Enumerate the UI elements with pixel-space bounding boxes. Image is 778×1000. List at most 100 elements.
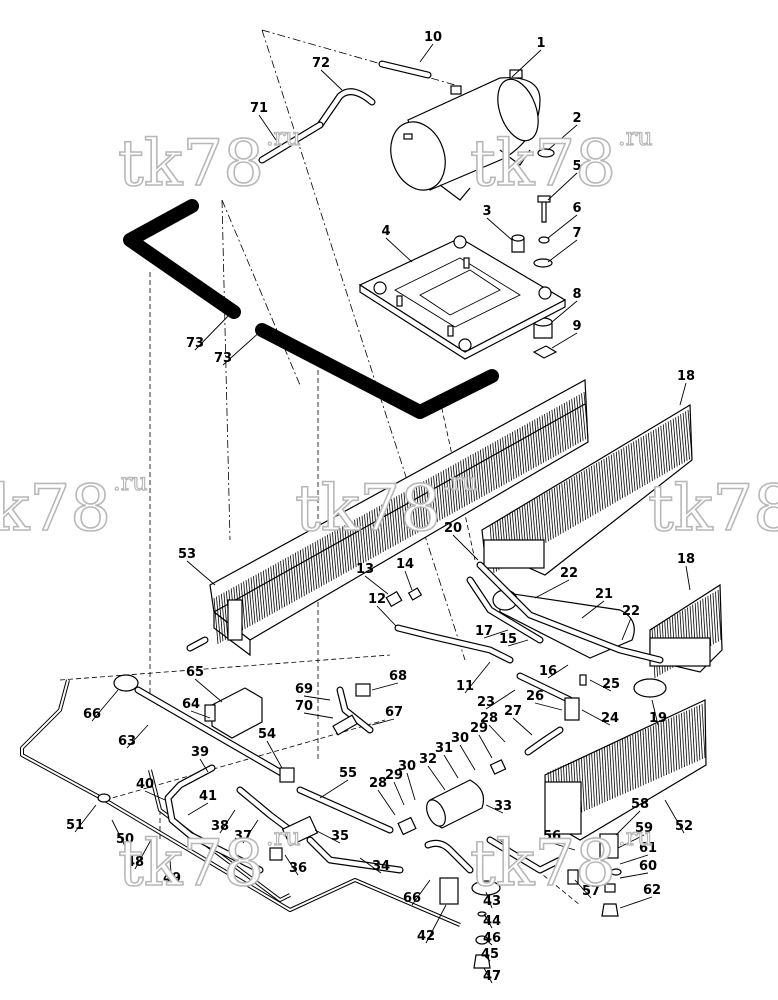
callout-leader-c64 <box>190 710 211 719</box>
callout-label-c73b: 73 <box>214 351 232 366</box>
callout-leader-c61 <box>619 854 649 865</box>
callout-leader-c43 <box>485 891 493 909</box>
callout-label-c17: 17 <box>475 624 493 639</box>
callout-leader-c30a <box>459 744 476 771</box>
callout-label-c49: 49 <box>163 871 181 886</box>
callout-label-c54: 54 <box>258 727 276 742</box>
callout-label-c73a: 73 <box>186 336 204 351</box>
callout-label-c2: 2 <box>572 111 581 126</box>
callout-label-c10: 10 <box>424 30 442 45</box>
callout-leader-c45 <box>483 954 491 962</box>
callout-leader-c8 <box>551 300 578 323</box>
callout-label-c68: 68 <box>389 669 407 684</box>
callout-leader-c28a <box>488 724 506 743</box>
callout-label-c65: 65 <box>186 665 204 680</box>
condenser-right-lower <box>649 583 723 679</box>
callout-label-c53: 53 <box>178 547 196 562</box>
callout-label-c64: 64 <box>182 697 200 712</box>
callout-leader-c55 <box>319 779 349 799</box>
callout-label-c4: 4 <box>381 224 390 239</box>
callout-leader-c40 <box>144 790 166 801</box>
callout-label-c71: 71 <box>250 101 268 116</box>
condenser-right-upper <box>481 403 693 576</box>
callout-leader-c5 <box>547 172 578 201</box>
callout-label-c16: 16 <box>539 664 557 679</box>
watermark-suffix-6: .ru <box>618 823 653 851</box>
callout-label-c1: 1 <box>536 36 545 51</box>
callout-leader-c21 <box>581 600 605 619</box>
callout-label-c45: 45 <box>481 947 499 962</box>
callout-label-c9: 9 <box>572 319 581 334</box>
callout-label-c37: 37 <box>234 829 252 844</box>
callout-label-c72: 72 <box>312 56 330 71</box>
watermark-text-3: tk78 <box>295 472 441 546</box>
callout-leader-c46 <box>483 937 493 946</box>
callout-label-c51: 51 <box>66 818 84 833</box>
watermark-text-4: tk78 <box>648 472 778 546</box>
callout-label-c29b: 29 <box>385 768 403 783</box>
callout-label-c44: 44 <box>483 914 501 929</box>
callout-label-c27: 27 <box>504 704 522 719</box>
callout-label-c41: 41 <box>199 789 217 804</box>
watermark-layer: tk78.rutk78.rutk78.rutk78.rutk78.rutk78.… <box>0 122 778 901</box>
callout-leader-c7 <box>547 239 578 263</box>
callout-leader-c59 <box>617 834 645 849</box>
callout-label-c22b: 22 <box>622 604 640 619</box>
main-piping <box>113 636 474 874</box>
callout-leader-c10 <box>419 43 434 63</box>
callout-label-c39: 39 <box>191 745 209 760</box>
callout-label-c34: 34 <box>372 859 390 874</box>
callout-leader-c37 <box>242 819 259 844</box>
valve-assembly-24 <box>516 672 587 756</box>
callout-label-c14: 14 <box>396 557 414 572</box>
callout-leader-c58 <box>615 810 641 836</box>
mounting-plate <box>358 235 567 360</box>
callout-leader-c54 <box>266 740 283 769</box>
callout-leader-c52 <box>664 799 685 834</box>
callout-label-c21: 21 <box>595 587 613 602</box>
callout-label-c66a: 66 <box>83 707 101 722</box>
callout-leader-c60 <box>619 872 649 879</box>
callout-leader-c66a <box>91 689 119 722</box>
drier <box>397 759 507 836</box>
callout-label-c31: 31 <box>435 741 453 756</box>
callout-leader-c22b <box>621 617 632 641</box>
callout-label-c28b: 28 <box>369 776 387 791</box>
callout-label-c46: 46 <box>483 931 501 946</box>
callout-label-c56: 56 <box>543 829 561 844</box>
callout-label-c19: 19 <box>649 711 667 726</box>
callout-leader-c18a <box>679 382 687 406</box>
callout-leader-c71 <box>258 114 277 141</box>
callout-label-c13: 13 <box>356 562 374 577</box>
callout-label-c7: 7 <box>572 226 581 241</box>
callout-label-c38: 38 <box>211 819 229 834</box>
callout-label-c47: 47 <box>483 969 501 984</box>
callout-leader-c27 <box>512 717 533 736</box>
callout-leader-c28b <box>377 789 396 816</box>
callout-leader-c42 <box>425 904 447 944</box>
callout-label-c36: 36 <box>289 861 307 876</box>
callout-label-c11: 11 <box>456 679 474 694</box>
callout-label-c25: 25 <box>602 677 620 692</box>
callout-label-c18b: 18 <box>677 552 695 567</box>
callout-leader-c20 <box>452 534 479 561</box>
watermark-suffix-0: .ru <box>266 123 301 151</box>
callout-label-c30a: 30 <box>451 731 469 746</box>
callout-leader-c69 <box>303 695 331 701</box>
callout-leader-c14 <box>404 570 413 591</box>
watermark-text-6: tk78 <box>470 827 616 901</box>
callout-label-c6: 6 <box>572 201 581 216</box>
callout-leader-c18b <box>685 565 691 591</box>
callout-leader-c12 <box>376 605 397 627</box>
callout-label-c40: 40 <box>136 777 154 792</box>
valve-35-36 <box>269 815 319 861</box>
callout-label-c33: 33 <box>494 799 512 814</box>
callout-leader-c29b <box>393 781 405 806</box>
callout-label-c24: 24 <box>601 711 619 726</box>
watermark-text-1: tk78 <box>470 127 616 201</box>
callout-label-c59: 59 <box>635 821 653 836</box>
watermark-text-2: tk78 <box>0 472 111 546</box>
callout-label-c57: 57 <box>582 884 600 899</box>
callout-leader-c13 <box>364 575 389 595</box>
